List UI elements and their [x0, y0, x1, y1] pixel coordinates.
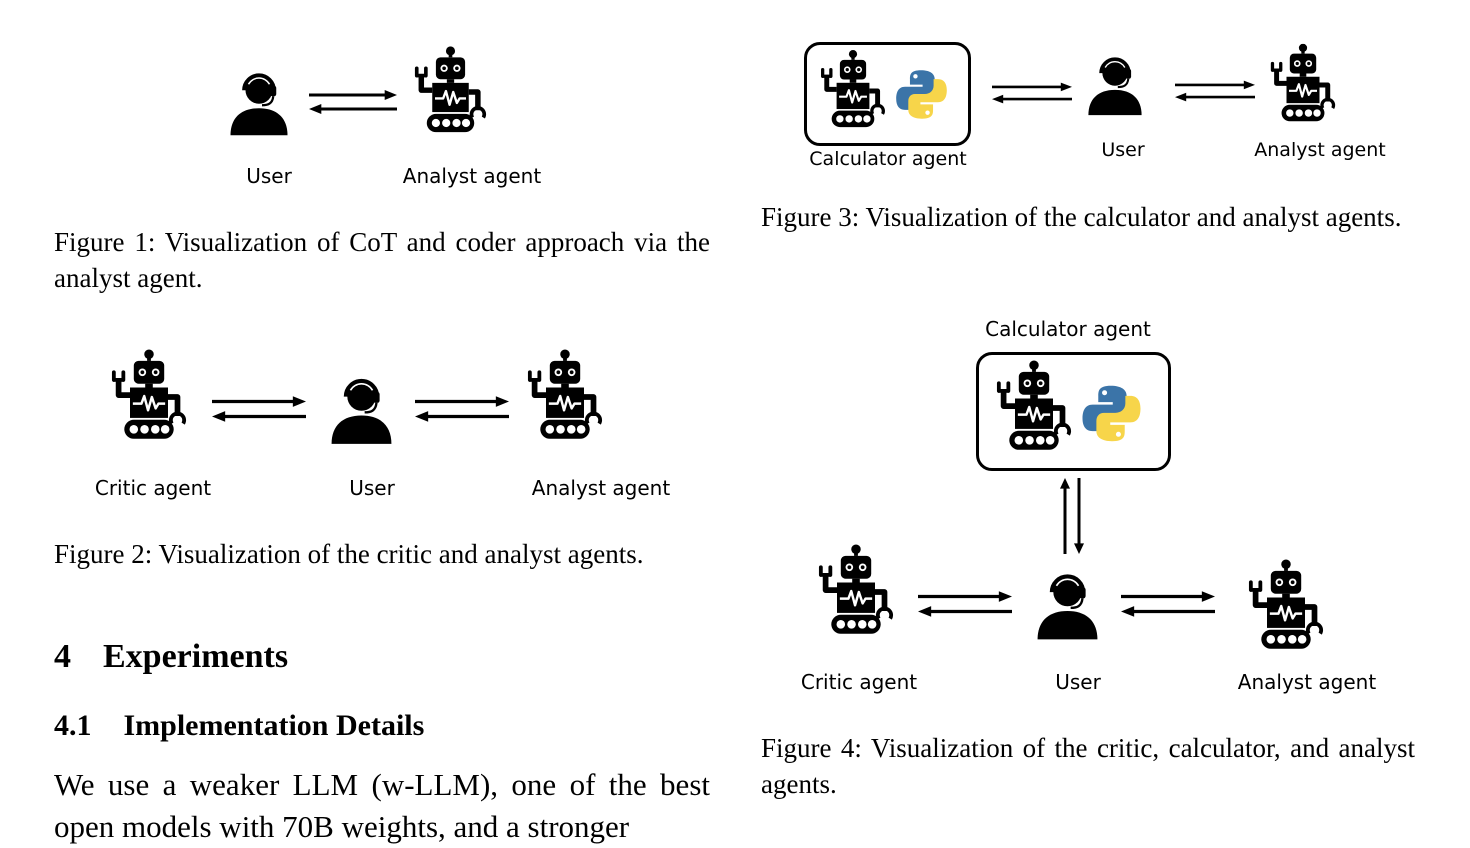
body-paragraph: We use a weaker LLM (w-LLM), one of the … — [54, 767, 710, 844]
analyst-agent-label: Analyst agent — [531, 476, 671, 500]
robot-icon — [414, 46, 487, 138]
section-number: 4 — [54, 638, 71, 675]
double-arrow-icon — [992, 80, 1072, 106]
robot-icon — [820, 50, 886, 132]
python-logo — [1080, 382, 1143, 445]
analyst-agent-label: Analyst agent — [1237, 670, 1377, 694]
user-icon — [229, 68, 289, 138]
user-label: User — [349, 476, 395, 500]
figure-1-caption: Figure 1: Visualization of CoT and coder… — [54, 227, 710, 293]
user-icon — [1036, 569, 1099, 642]
python-logo — [894, 67, 949, 122]
double-arrow-icon — [309, 87, 397, 117]
figure-4-caption: Figure 4: Visualization of the critic, c… — [761, 733, 1415, 799]
calculator-agent-box — [976, 352, 1171, 471]
robot-icon — [818, 544, 894, 640]
user-label: User — [1055, 670, 1101, 694]
robot-icon — [1270, 43, 1336, 127]
user-label: User — [246, 164, 292, 188]
analyst-agent-label: Analyst agent — [1254, 139, 1386, 161]
double-arrow-icon — [1175, 78, 1255, 104]
user-icon — [330, 374, 393, 446]
subsection-title: Implementation Details — [123, 709, 425, 742]
calculator-agent-label: Calculator agent — [809, 148, 967, 170]
double-arrow-icon — [918, 588, 1012, 620]
double-arrow-icon — [212, 393, 306, 425]
critic-agent-label: Critic agent — [800, 670, 918, 694]
vertical-double-arrow-icon — [1057, 478, 1087, 554]
subsection-heading: 4.1 Implementation Details — [54, 709, 424, 743]
robot-icon — [527, 349, 603, 445]
subsection-number: 4.1 — [54, 709, 92, 742]
double-arrow-icon — [415, 393, 509, 425]
figure-3-caption: Figure 3: Visualization of the calculato… — [761, 202, 1402, 232]
user-icon — [1087, 53, 1143, 117]
calculator-agent-label: Calculator agent — [985, 317, 1151, 341]
analyst-agent-label: Analyst agent — [402, 164, 542, 188]
user-label: User — [1101, 139, 1145, 161]
robot-icon — [111, 349, 187, 445]
critic-agent-label: Critic agent — [94, 476, 212, 500]
section-title: Experiments — [103, 638, 289, 675]
section-heading: 4 Experiments — [54, 638, 288, 676]
robot-icon — [1248, 559, 1324, 655]
robot-icon — [996, 360, 1072, 456]
calculator-agent-box — [804, 42, 971, 146]
figure-2-caption: Figure 2: Visualization of the critic an… — [54, 539, 644, 569]
double-arrow-icon — [1121, 588, 1215, 620]
